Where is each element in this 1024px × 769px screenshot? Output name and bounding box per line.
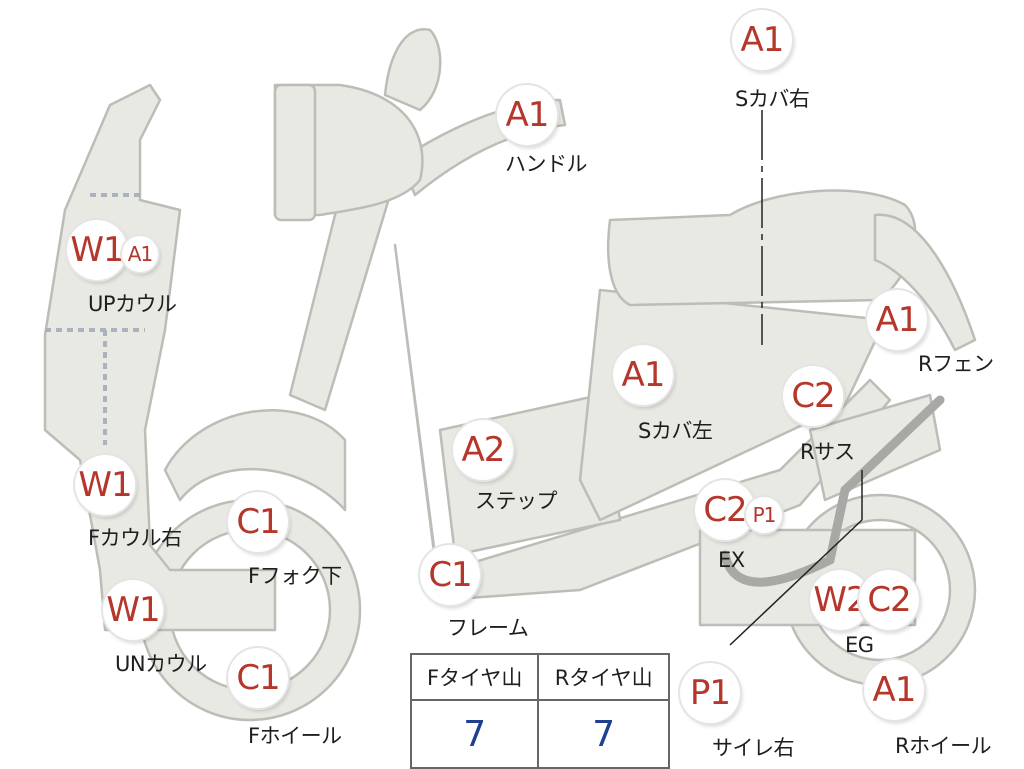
- marker-label: Sカバ左: [638, 419, 713, 443]
- rear-tire-value: 7: [537, 699, 670, 769]
- front-tire-value: 7: [409, 699, 540, 769]
- marker-label: Fカウル右: [88, 526, 182, 550]
- marker-label: EG: [845, 633, 874, 657]
- exhaust-pipe-shape: [720, 395, 945, 587]
- marker-code: A1: [864, 660, 924, 720]
- marker-code: W2: [810, 570, 870, 630]
- marker-code: C2: [859, 570, 919, 630]
- marker-label: ハンドル: [505, 152, 588, 176]
- front-fender-shape: [163, 409, 347, 512]
- marker-code: W1: [67, 220, 127, 280]
- front-tire-header: Fタイヤ山: [409, 653, 540, 701]
- marker-label: Fホイール: [248, 724, 342, 748]
- marker-label: Fフォク下: [248, 564, 342, 588]
- marker-code: C1: [228, 492, 288, 552]
- marker-code: A1: [497, 85, 557, 145]
- marker-code: C2: [783, 366, 843, 426]
- marker-code: W1: [103, 580, 163, 640]
- marker-label: UPカウル: [88, 292, 177, 316]
- muffler-shape: [808, 393, 942, 502]
- marker-code: A1: [122, 236, 158, 272]
- marker-code: C2: [695, 480, 755, 540]
- marker-code: P1: [680, 663, 740, 723]
- marker-label: Sカバ右: [735, 87, 810, 111]
- mirror-shape: [383, 28, 442, 112]
- marker-label: UNカウル: [115, 652, 207, 676]
- marker-code: C1: [420, 545, 480, 605]
- marker-code: A1: [732, 10, 792, 70]
- marker-code: A1: [613, 345, 673, 405]
- marker-code: P1: [746, 497, 782, 533]
- tire-tread-table: Fタイヤ山 Rタイヤ山 7 7: [409, 653, 670, 769]
- marker-label: Rホイール: [895, 734, 992, 758]
- rear-fender-shape: [873, 213, 977, 352]
- marker-label: ステップ: [475, 489, 558, 513]
- marker-label: Rサス: [800, 440, 855, 464]
- marker-code: A2: [453, 420, 513, 480]
- marker-label: フレーム: [447, 616, 529, 640]
- marker-label: Rフェン: [918, 352, 994, 376]
- marker-label: EX: [718, 548, 745, 572]
- rear-tire-header: Rタイヤ山: [537, 653, 670, 701]
- marker-code: A1: [867, 290, 927, 350]
- marker-code: C1: [228, 648, 288, 708]
- marker-label: サイレ右: [712, 736, 795, 760]
- marker-code: W1: [75, 455, 135, 515]
